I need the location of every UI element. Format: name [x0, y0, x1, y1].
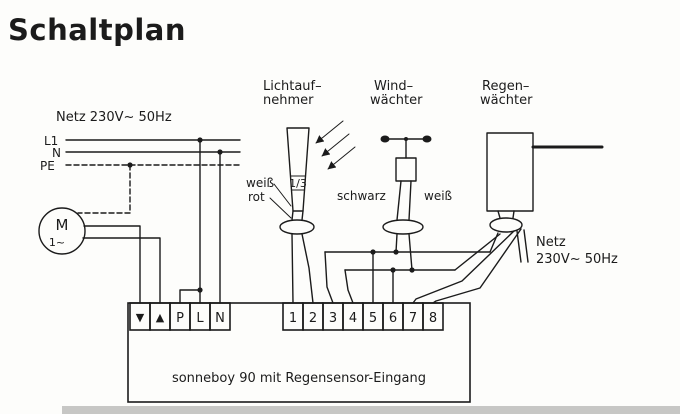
- terminal-down: ▼: [136, 311, 145, 324]
- light-cable-grommet: [279, 219, 315, 235]
- motor-wires: [82, 225, 161, 304]
- terminal-p: P: [176, 311, 184, 326]
- terminal-6: 6: [389, 311, 397, 326]
- terminal-7: 7: [409, 311, 417, 326]
- terminal-5: 5: [369, 311, 377, 326]
- light-sensor-label-1: Lichtauf–: [263, 79, 322, 94]
- wind-cable-grommet: [382, 219, 424, 235]
- light-sensor-marking: 1/3: [289, 177, 307, 190]
- light-sensor-label-2: nehmer: [263, 93, 314, 108]
- controller-device-label: sonneboy 90 mit Regensensor-Eingang: [172, 371, 426, 386]
- rain-sensor-wires: [497, 210, 529, 263]
- mains-left: Netz 230V~ 50Hz L1 N PE: [40, 110, 241, 304]
- line-label-l1: L1: [44, 134, 58, 148]
- wind-wire-label-black: schwarz: [337, 189, 386, 203]
- terminal-up: ▲: [156, 311, 165, 324]
- terminal-1: 1: [289, 311, 297, 326]
- motor-letter: M: [56, 216, 69, 234]
- motor-circle: [38, 207, 86, 255]
- terminal-cells-left: ▼ ▲ P L N: [129, 302, 231, 331]
- terminal-cells-numbered: 1 2 3 4 5 6 7 8: [282, 302, 444, 331]
- wind-sensor-label-1: Wind–: [374, 79, 413, 94]
- rain-sensor-label-2: wächter: [480, 93, 533, 108]
- rain-sensor: Regen– wächter Netz 230V~ 50Hz: [480, 79, 618, 267]
- terminal-l: L: [196, 311, 204, 326]
- rain-cable-grommet: [489, 217, 523, 233]
- light-sensor-wires: [291, 210, 314, 304]
- terminal-8: 8: [429, 311, 437, 326]
- rain-sensor-label-1: Regen–: [482, 79, 529, 94]
- mains-right-label-2: 230V~ 50Hz: [536, 252, 618, 267]
- rain-sensor-body: [486, 132, 534, 212]
- wind-sensor-label-2: wächter: [370, 93, 423, 108]
- terminal-4: 4: [349, 311, 357, 326]
- mains-right-label-1: Netz: [536, 235, 566, 250]
- scan-shadow: [62, 406, 680, 414]
- wind-wire-label-white: weiß: [424, 189, 453, 203]
- terminal-2: 2: [309, 311, 317, 326]
- anemometer: [380, 135, 432, 182]
- controller-box: sonneboy 90 mit Regensensor-Eingang ▼ ▲ …: [127, 302, 471, 403]
- wind-sensor: Wind– wächter schwarz weiß: [337, 79, 453, 271]
- motor-symbol: M 1~: [38, 207, 161, 304]
- terminal-n: N: [215, 311, 225, 326]
- light-sensor-divider: [290, 175, 306, 191]
- page-title: Schaltplan: [8, 13, 186, 47]
- line-label-pe: PE: [40, 159, 55, 173]
- interconnect-wiring: [324, 228, 522, 304]
- light-sensor: Lichtauf– nehmer weiß rot 1/3: [246, 79, 356, 304]
- mains-left-label: Netz 230V~ 50Hz: [56, 110, 172, 125]
- motor-phase: 1~: [49, 236, 65, 249]
- light-wire-label-white: weiß: [246, 176, 275, 190]
- line-label-n: N: [52, 146, 61, 160]
- terminal-3: 3: [329, 311, 337, 326]
- mains-left-wires: [65, 137, 241, 304]
- light-wire-label-red: rot: [248, 190, 265, 204]
- light-leader-lines: [269, 183, 292, 219]
- light-ray-arrows: [315, 120, 356, 170]
